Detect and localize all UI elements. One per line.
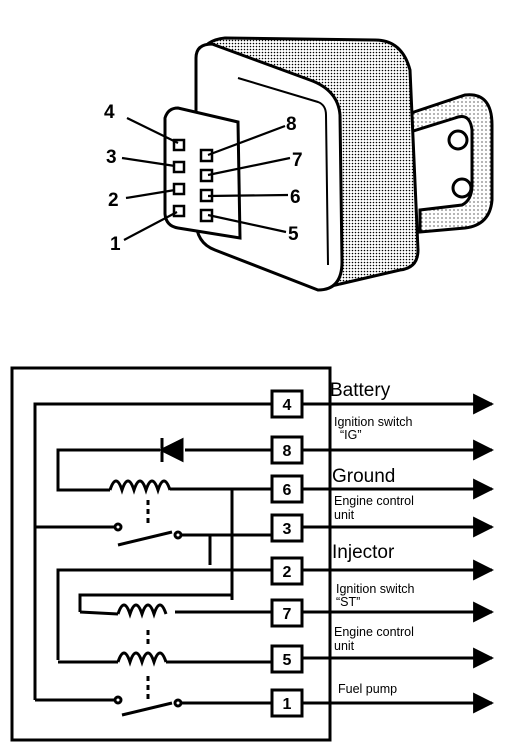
lead-label-6: 6 <box>290 187 301 208</box>
relay-housing-outline <box>10 366 332 742</box>
bracket-hole-upper <box>447 129 469 151</box>
terminal-number-5: 5 <box>283 652 292 669</box>
terminal-box-5 <box>270 644 304 674</box>
lead-label-1: 1 <box>110 234 121 255</box>
label-ignition-ig-line1: Ignition switch <box>334 415 413 429</box>
terminal-number-8: 8 <box>283 443 292 460</box>
relay-schematic <box>10 366 495 742</box>
label-battery: Battery <box>330 380 391 401</box>
mounting-bracket <box>403 93 494 234</box>
lead-label-8: 8 <box>286 114 297 135</box>
terminal-box-8 <box>270 435 304 465</box>
lead-label-3: 3 <box>106 147 117 168</box>
terminal-box-4 <box>270 389 304 419</box>
label-ignition-ig-line2: “IG” <box>340 428 362 442</box>
terminal-boxes <box>270 389 304 718</box>
bracket-hole-lower <box>451 177 473 199</box>
label-ground: Ground <box>332 466 395 487</box>
lead-label-4: 4 <box>104 102 115 123</box>
relay-coil-1 <box>108 479 172 495</box>
relay-illustration: 4 3 2 1 8 7 6 5 <box>104 36 494 292</box>
terminal-box-7 <box>270 598 304 628</box>
lead-label-5: 5 <box>288 224 299 245</box>
label-ecu-2-line1: Engine control <box>334 625 414 639</box>
terminal-box-1 <box>270 688 304 718</box>
label-fuel-pump: Fuel pump <box>338 682 397 696</box>
terminal-number-7: 7 <box>283 606 292 623</box>
terminal-box-3 <box>270 513 304 543</box>
terminal-box-6 <box>270 474 304 504</box>
diode-symbol <box>158 437 184 463</box>
label-ignition-st-line1: Ignition switch <box>336 582 415 596</box>
terminal-number-4: 4 <box>283 397 292 414</box>
relay-coil-3 <box>116 651 168 667</box>
terminal-number-6: 6 <box>283 482 292 499</box>
terminal-box-2 <box>270 556 304 586</box>
label-ecu-1-line2: unit <box>334 508 355 522</box>
terminal-number-2: 2 <box>283 564 292 581</box>
lead-label-7: 7 <box>292 150 303 171</box>
terminal-number-3: 3 <box>283 521 292 538</box>
terminal-number-1: 1 <box>283 696 292 713</box>
relay-coil-2 <box>116 603 168 619</box>
lead-label-2: 2 <box>108 190 119 211</box>
label-ecu-1-line1: Engine control <box>334 494 414 508</box>
label-ecu-2-line2: unit <box>334 639 355 653</box>
label-ignition-st-line2: “ST” <box>336 595 360 609</box>
connector-pins <box>172 138 214 223</box>
label-injector: Injector <box>332 542 395 563</box>
